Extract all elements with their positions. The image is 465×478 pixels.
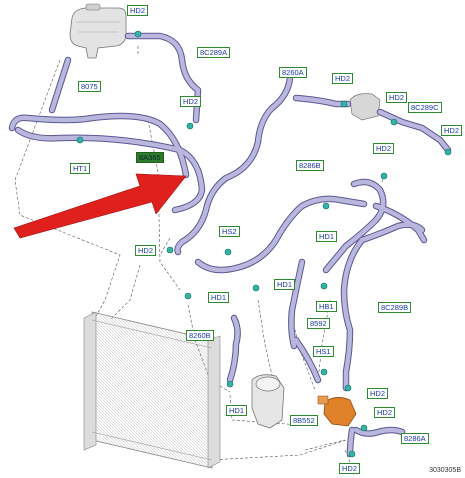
document-reference: 3030305B <box>429 467 461 474</box>
label-hd2-mid-right: HD2 <box>373 143 395 154</box>
label-hd1-bottom: HD1 <box>226 405 248 416</box>
label-hd2-lower-right: HD2 <box>367 388 389 399</box>
label-hd1-center: HD1 <box>274 279 296 290</box>
label-hd1-mid-left: HD1 <box>208 292 230 303</box>
label-hs1: HS1 <box>313 346 334 357</box>
hose-clamps <box>76 30 452 458</box>
label-hose-8286b: 8286B <box>296 160 324 171</box>
label-hose-8286a: 8286A <box>401 433 429 444</box>
label-hd2-bottom: HD2 <box>339 463 361 474</box>
coolant-reservoir <box>69 3 127 59</box>
label-hs2: HS2 <box>219 226 240 237</box>
label-hose-8a365: 8A365 <box>136 152 164 163</box>
label-hd2-center-left: HD2 <box>135 245 157 256</box>
label-hd2-left: HD2 <box>180 96 202 107</box>
auxiliary-pump <box>317 395 357 427</box>
label-hose-8c289c: 8C289C <box>408 102 442 113</box>
label-hd1-upper: HD1 <box>316 231 338 242</box>
label-hd2-right: HD2 <box>386 92 408 103</box>
coolant-hoses <box>8 32 452 458</box>
label-hd2-reservoir: HD2 <box>332 73 354 84</box>
label-hose-8b552: 8B552 <box>290 415 318 426</box>
thermostat-housing <box>251 374 285 429</box>
degas-bottle <box>349 93 381 121</box>
radiator <box>83 311 221 469</box>
label-hd2-far-right: HD2 <box>441 125 463 136</box>
label-hose-8260a: 8260A <box>279 67 307 78</box>
label-hose-8592: 8592 <box>307 318 330 329</box>
label-hose-8c289b: 8C289B <box>378 302 412 313</box>
label-hd2-bottom-mid: HD2 <box>374 407 396 418</box>
label-ht1: HT1 <box>70 163 91 174</box>
label-hb1: HB1 <box>316 301 337 312</box>
label-hose-8260b: 8260B <box>186 330 214 341</box>
label-hose-8c289a: 8C289A <box>197 47 231 58</box>
red-indicator-arrow <box>13 173 187 239</box>
label-hd2-top: HD2 <box>127 5 149 16</box>
label-hose-8075: 8075 <box>78 81 101 92</box>
